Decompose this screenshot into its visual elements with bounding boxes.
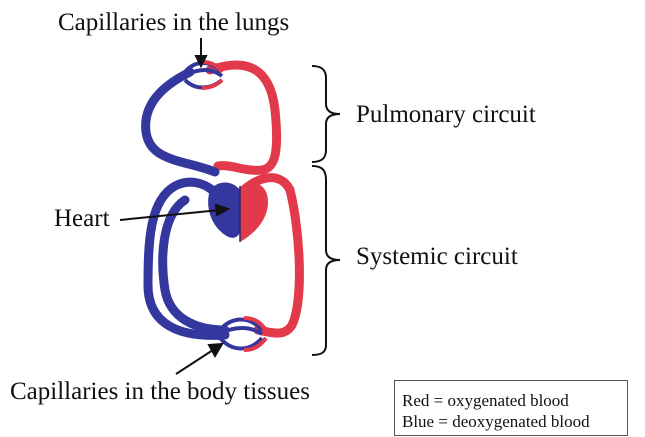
systemic-bracket bbox=[312, 166, 340, 355]
heart-label: Heart bbox=[54, 206, 110, 231]
pulmonary-circuit-label: Pulmonary circuit bbox=[356, 102, 536, 127]
circuit-brackets bbox=[312, 66, 340, 355]
systemic-circuit-label: Systemic circuit bbox=[356, 244, 518, 269]
lungs-capillaries-label: Capillaries in the lungs bbox=[58, 10, 289, 35]
pulmonary-bracket bbox=[312, 66, 340, 162]
legend-red: Red = oxygenated blood bbox=[402, 390, 627, 411]
legend-blue: Blue = deoxygenated blood bbox=[402, 411, 627, 432]
body-arrow bbox=[176, 348, 216, 374]
body-arrowhead-icon bbox=[209, 344, 222, 356]
body-capillaries-label: Capillaries in the body tissues bbox=[10, 379, 310, 404]
color-legend: Red = oxygenated blood Blue = deoxygenat… bbox=[394, 380, 628, 436]
lung-capillaries bbox=[185, 62, 222, 88]
